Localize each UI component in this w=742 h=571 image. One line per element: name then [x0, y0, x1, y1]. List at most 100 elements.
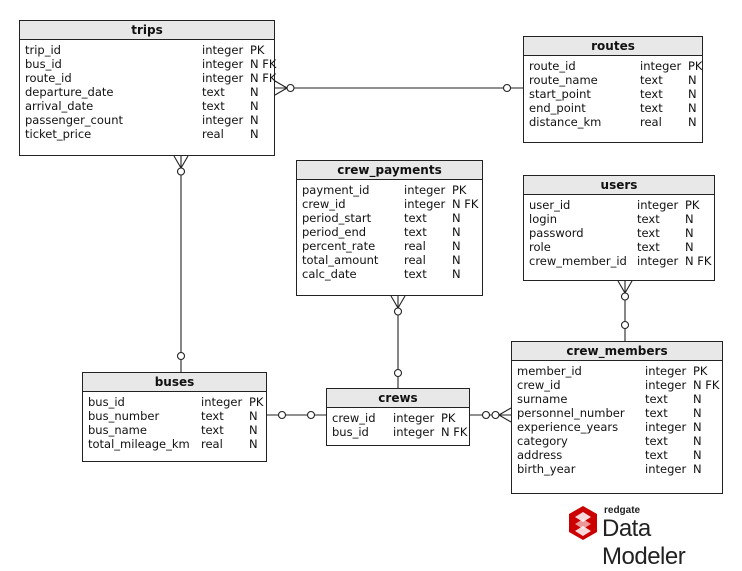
column-key: N	[685, 226, 694, 240]
column-key: N	[452, 239, 461, 253]
brand-company-name: redgate	[604, 505, 641, 516]
column-type: integer	[393, 425, 435, 439]
relationship-trips-routes	[274, 80, 523, 96]
column-key: PK	[249, 395, 264, 409]
column-name: passenger_count	[25, 113, 123, 127]
column-name: route_name	[529, 73, 598, 87]
relationship-lines	[173, 80, 633, 423]
column-type: integer	[640, 59, 682, 73]
column-name: route_id	[25, 71, 72, 85]
column-key: N	[685, 240, 694, 254]
relationship-buses-crews	[266, 410, 326, 420]
column-name: payment_id	[302, 183, 370, 197]
column-name: login	[529, 212, 558, 226]
column-name: total_amount	[302, 253, 379, 267]
column-name: surname	[517, 392, 568, 406]
column-key: N	[452, 267, 461, 281]
column-key: N	[693, 406, 702, 420]
column-name: personnel_number	[517, 406, 625, 420]
column-key: PK	[452, 183, 467, 197]
column-key: N	[452, 225, 461, 239]
column-key: N	[693, 420, 702, 434]
column-key: N	[249, 423, 258, 437]
relationship-crews-crewmembers	[470, 407, 512, 423]
column-type: integer	[645, 462, 687, 476]
entity-title: buses	[83, 373, 266, 392]
column-name: bus_id	[332, 425, 369, 439]
column-type: text	[637, 226, 660, 240]
column-key: PK	[441, 411, 456, 425]
column-key: N	[693, 392, 702, 406]
column-type: text	[404, 211, 427, 225]
column-name: bus_id	[88, 395, 125, 409]
entity-title: users	[524, 176, 714, 195]
column-name: bus_number	[88, 409, 160, 423]
relationship-trips-buses	[173, 155, 189, 372]
column-name: arrival_date	[25, 99, 94, 113]
column-key: N FK	[452, 197, 479, 211]
column-type: integer	[645, 420, 687, 434]
brand-product-name: Data Modeler	[602, 515, 686, 570]
column-type: text	[404, 267, 427, 281]
column-key: N	[688, 101, 697, 115]
column-key: N	[250, 99, 259, 113]
column-type: real	[640, 115, 662, 129]
column-name: period_end	[302, 225, 367, 239]
column-type: integer	[645, 378, 687, 392]
column-type: integer	[202, 113, 244, 127]
column-key: PK	[685, 198, 700, 212]
column-key: N FK	[250, 57, 277, 71]
column-name: ticket_price	[25, 127, 92, 141]
column-key: N FK	[693, 378, 720, 392]
column-name: end_point	[529, 101, 586, 115]
